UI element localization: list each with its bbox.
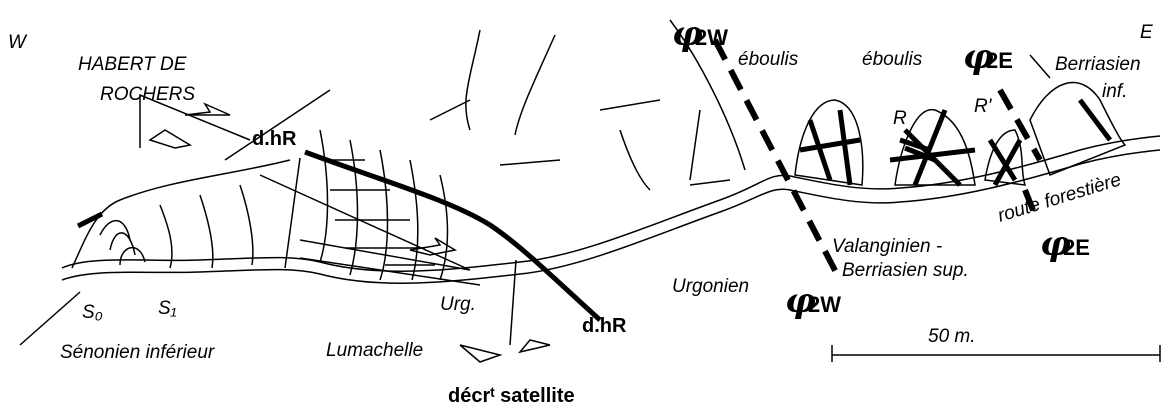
lumachelle-outcrop bbox=[299, 129, 517, 346]
dhr-fault-trace bbox=[224, 89, 471, 271]
dhr-label-top: d.hR bbox=[252, 128, 297, 150]
urg-label: Urg. bbox=[440, 294, 476, 315]
dhr-fault bbox=[304, 149, 602, 322]
s1-label: S₁ bbox=[158, 298, 177, 319]
r-label: R bbox=[893, 108, 907, 129]
west-label: W bbox=[8, 32, 28, 53]
berriasien-inf-label-2: inf. bbox=[1102, 81, 1127, 102]
east-label: E bbox=[1140, 22, 1153, 43]
outcrop-sketch-lines bbox=[429, 19, 746, 191]
lumachelle-label: Lumachelle bbox=[326, 340, 423, 361]
phi-subscript: 2E bbox=[1063, 235, 1090, 260]
senonien-outcrop bbox=[19, 157, 301, 346]
phi-subscript: 2W bbox=[808, 292, 841, 317]
valanginien-label-1: Valanginien - bbox=[832, 236, 942, 257]
habert-label-1: HABERT DE bbox=[78, 54, 187, 75]
phi-subscript: 2W bbox=[695, 25, 728, 50]
phi-2w-fault bbox=[712, 38, 843, 282]
r-prime-label: R' bbox=[974, 96, 993, 117]
phi-2e-bottom-label: φ 2E bbox=[1040, 224, 1090, 264]
phi-symbol: φ bbox=[963, 37, 994, 77]
phi-symbol: φ bbox=[672, 14, 703, 54]
senonien-label: Sénonien inférieur bbox=[60, 342, 215, 363]
valanginien-label-2: Berriasien sup. bbox=[842, 260, 969, 281]
sense-arrows bbox=[139, 93, 936, 363]
phi-2w-top-label: φ 2W bbox=[672, 14, 728, 54]
phi-2e-top-label: φ 2E bbox=[963, 37, 1013, 77]
habert-label-2: ROCHERS bbox=[100, 84, 195, 105]
phi-2e-fault bbox=[997, 88, 1043, 217]
s0-label: S₀ bbox=[82, 302, 103, 323]
eboulis-label-2: éboulis bbox=[862, 49, 923, 70]
berriasien-inf-label-1: Berriasien bbox=[1055, 54, 1141, 75]
scale-label: 50 m. bbox=[928, 326, 976, 347]
eboulis-label-1: éboulis bbox=[738, 49, 799, 70]
urgonien-label: Urgonien bbox=[672, 276, 749, 297]
phi-2w-bottom-label: φ 2W bbox=[785, 281, 841, 321]
scale-bar: 50 m. bbox=[831, 326, 1161, 362]
phi-symbol: φ bbox=[1040, 224, 1071, 264]
decrt-satellite-label: décrᵗ satellite bbox=[448, 385, 575, 407]
phi-subscript: 2E bbox=[986, 48, 1013, 73]
dhr-label-bottom: d.hR bbox=[582, 315, 627, 337]
phi-symbol: φ bbox=[785, 281, 816, 321]
arrow-north bbox=[76, 211, 104, 229]
